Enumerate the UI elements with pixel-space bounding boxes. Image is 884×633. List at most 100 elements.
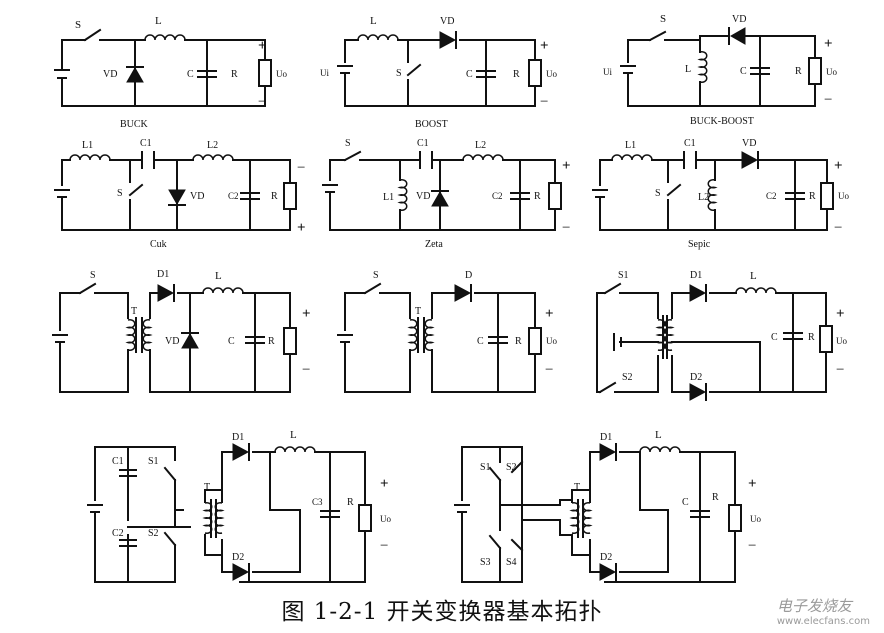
hb-d1-label: D1 [232, 432, 244, 443]
buck-inductor-label: L [155, 15, 162, 27]
figure-caption: 图 1-2-1 开关变换器基本拓扑 [281, 599, 603, 625]
sepic-l2-label: L2 [698, 192, 709, 203]
zeta-cap-label: C2 [492, 191, 503, 201]
fb-s3-label: S3 [480, 557, 491, 568]
fwd-plus: + [302, 306, 311, 322]
fwd-inductor-label: L [215, 270, 222, 282]
pp-out-label: Uo [836, 336, 847, 346]
hb-plus: + [380, 476, 389, 492]
watermark: 电子发烧友 www.elecfans.com [777, 595, 870, 627]
boost-circuit: Ui L S VD C R Uo + − BOOST [320, 15, 557, 130]
boost-out-label: Uo [546, 69, 557, 79]
buck-title: BUCK [120, 119, 149, 130]
cuk-load-label: R [271, 191, 278, 202]
flyback-circuit: S T D C R Uo + − [337, 270, 557, 393]
buck-cap-label: C [187, 69, 194, 80]
hb-out-label: Uo [380, 514, 391, 524]
sepic-c1-label: C1 [684, 138, 696, 149]
fb-d2-label: D2 [600, 552, 612, 563]
sepic-diode-label: VD [742, 138, 756, 149]
pp-d2-label: D2 [690, 372, 702, 383]
bb-switch-label: S [660, 13, 666, 25]
pushpull-circuit: S1 S2 D1 D2 L C R Uo + − [596, 270, 847, 401]
bb-diode-label: VD [732, 14, 746, 25]
hb-c2-label: C2 [112, 528, 124, 539]
zeta-circuit: S C1 L2 L1 VD C2 R + − Zeta [322, 138, 571, 250]
bb-out-label: Uo [826, 67, 837, 77]
buck-diode-label: VD [103, 69, 117, 80]
pp-s1-label: S1 [618, 270, 629, 281]
fwd-load-label: R [268, 336, 275, 347]
watermark-name: 电子发烧友 [776, 597, 852, 615]
fly-switch-label: S [373, 270, 379, 281]
sepic-out-label: Uo [838, 191, 849, 201]
boost-diode-label: VD [440, 16, 454, 27]
hb-cap-label: C3 [312, 497, 323, 507]
buck-switch-label: S [75, 19, 81, 31]
hb-minus: − [380, 538, 388, 554]
fb-load-label: R [712, 492, 719, 503]
fb-inductor-label: L [655, 429, 662, 441]
bb-plus: + [824, 36, 833, 52]
cuk-cap-label: C2 [228, 191, 239, 201]
fwd-diode-label: VD [165, 336, 179, 347]
fb-out-label: Uo [750, 514, 761, 524]
fwd-d1-label: D1 [157, 269, 169, 280]
zeta-l1-label: L1 [383, 192, 394, 203]
boost-title: BOOST [415, 119, 448, 130]
fly-load-label: R [515, 336, 522, 347]
buck-load-label: R [231, 69, 238, 80]
hb-inductor-label: L [290, 429, 297, 441]
fb-s4-label: S4 [506, 557, 517, 568]
zeta-plus: + [562, 158, 571, 174]
fwd-trans-label: T [131, 306, 137, 317]
bb-load-label: R [795, 66, 802, 77]
zeta-minus: − [562, 220, 570, 236]
fly-plus: + [545, 306, 554, 322]
boost-plus: + [540, 38, 549, 54]
hb-d2-label: D2 [232, 552, 244, 563]
sepic-cap-label: C2 [766, 191, 777, 201]
cuk-c1-label: C1 [140, 138, 152, 149]
pp-plus: + [836, 306, 845, 322]
pp-load-label: R [808, 332, 815, 343]
fb-d1-label: D1 [600, 432, 612, 443]
buck-minus: − [258, 94, 266, 110]
zeta-l2-label: L2 [475, 140, 486, 151]
cuk-title: Cuk [150, 239, 167, 250]
cuk-l2-label: L2 [207, 140, 218, 151]
buck-plus: + [258, 38, 267, 54]
hb-c1-label: C1 [112, 456, 124, 467]
sepic-circuit: L1 C1 VD S L2 C2 R Uo + − Sepic [592, 138, 849, 250]
watermark-domain: www.elecfans.com [776, 616, 870, 627]
bb-cap-label: C [740, 66, 747, 77]
fwd-cap-label: C [228, 336, 235, 347]
bb-inductor-label: L [685, 64, 691, 75]
hb-trans-label: T [204, 482, 210, 493]
boost-switch-label: S [396, 68, 402, 79]
zeta-switch-label: S [345, 138, 351, 149]
sepic-load-label: R [809, 191, 816, 202]
pp-d1-label: D1 [690, 270, 702, 281]
fly-trans-label: T [415, 306, 421, 317]
fb-cap-label: C [682, 497, 689, 508]
fb-trans-label: T [574, 482, 580, 493]
forward-circuit: S T D1 L VD C R + − [52, 269, 311, 393]
zeta-title: Zeta [425, 239, 443, 250]
zeta-diode-label: VD [416, 191, 430, 202]
cuk-minus: − [297, 160, 305, 176]
cuk-switch-label: S [117, 188, 123, 199]
pp-inductor-label: L [750, 270, 757, 282]
sepic-minus: − [834, 220, 842, 236]
boost-inductor-label: L [370, 15, 377, 27]
fwd-minus: − [302, 362, 310, 378]
zeta-load-label: R [534, 191, 541, 202]
fly-diode-label: D [465, 270, 472, 281]
fb-minus: − [748, 538, 756, 554]
hb-s2-label: S2 [148, 528, 159, 539]
bb-source-label: Ui [603, 67, 612, 77]
buck-out-label: Uo [276, 69, 287, 79]
fwd-switch-label: S [90, 270, 96, 281]
hb-load-label: R [347, 497, 354, 508]
